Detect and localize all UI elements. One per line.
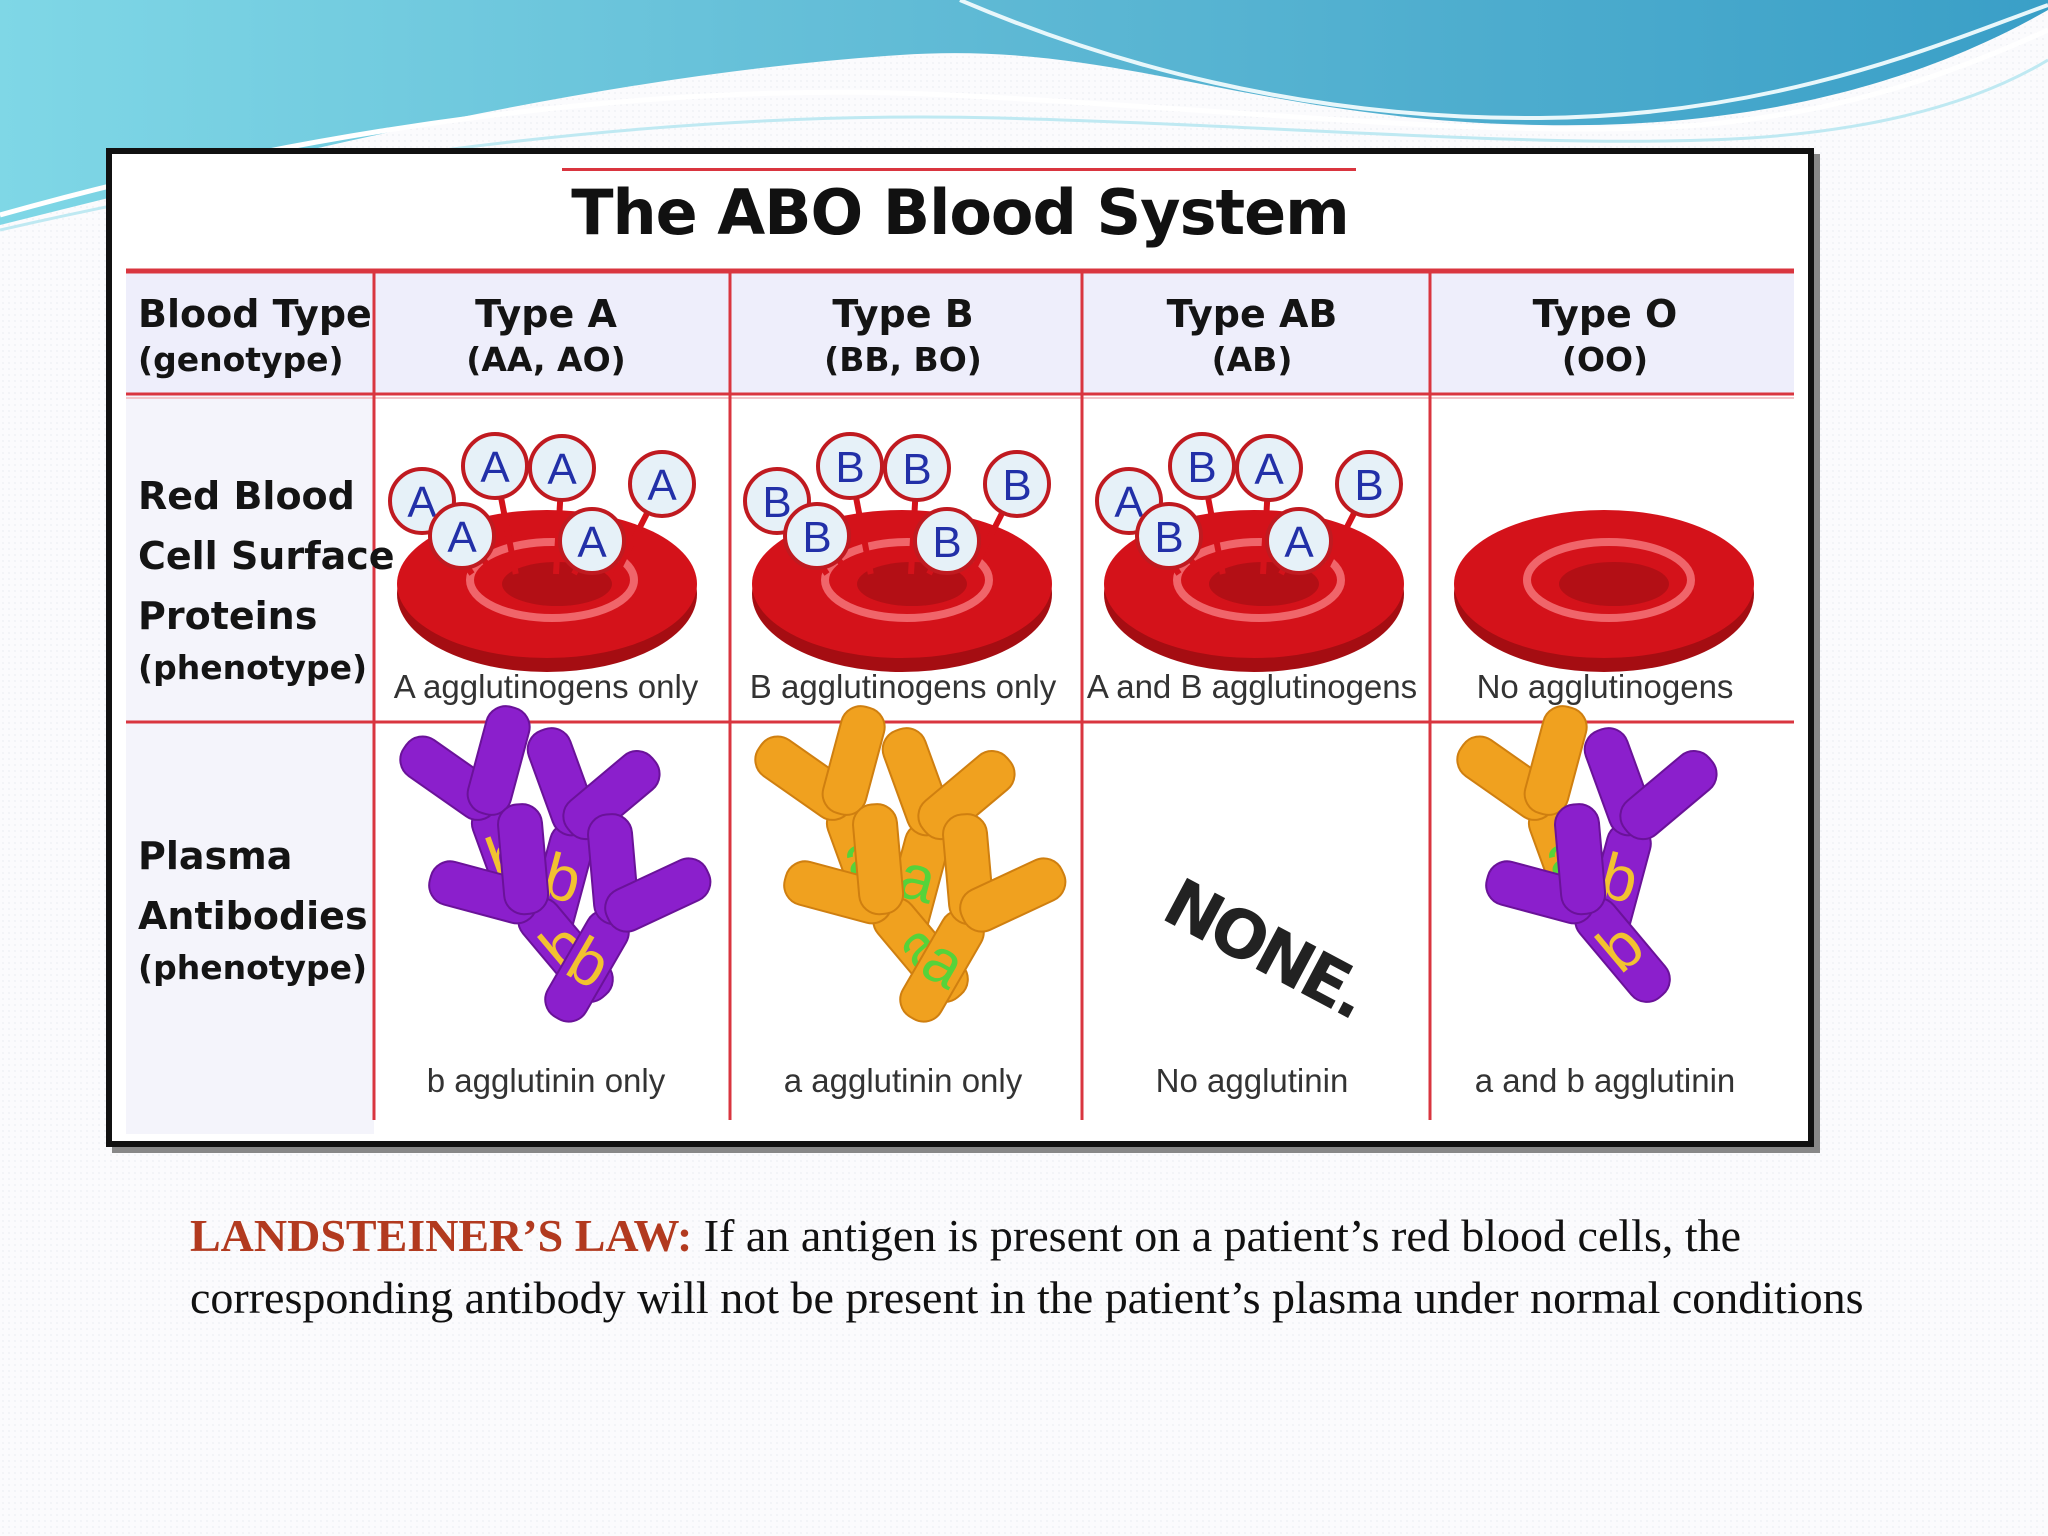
antigen-letter: A bbox=[1114, 478, 1144, 527]
antigen-1-4: A bbox=[613, 450, 696, 576]
antigen-circle bbox=[1235, 434, 1303, 502]
antibody-arm-right bbox=[604, 857, 712, 933]
antigen-3-4: B bbox=[1320, 450, 1403, 576]
cell-caption-type-a: A agglutinogens only bbox=[393, 668, 699, 705]
column-header-type-ab: Type AB (AB) bbox=[1166, 292, 1338, 379]
red-blood-cell-4 bbox=[1454, 510, 1754, 672]
antigen-3-5: B bbox=[1135, 502, 1206, 577]
antigen-circle bbox=[1335, 450, 1403, 518]
antigen-2-3: B bbox=[883, 434, 951, 575]
antibody-arm-right bbox=[917, 750, 1016, 841]
cell-highlight bbox=[821, 538, 993, 622]
antigen-circle bbox=[1265, 507, 1333, 575]
antigen-letter: A bbox=[577, 518, 607, 567]
antigen-circle bbox=[983, 450, 1051, 518]
antigen-circle bbox=[428, 502, 496, 570]
figure-title: The ABO Blood System bbox=[571, 176, 1350, 249]
antibody-arm-right bbox=[562, 750, 661, 841]
antibody-arm-right bbox=[852, 803, 905, 916]
antigen-circle bbox=[1135, 502, 1203, 570]
antigen-circle bbox=[1168, 432, 1236, 500]
antibody-arm-right bbox=[466, 705, 531, 816]
antigen-circle bbox=[816, 432, 884, 500]
antigen-letter: B bbox=[1154, 513, 1183, 562]
row-header-blood-type: Blood Type (genotype) bbox=[138, 292, 372, 379]
antigen-letter: A bbox=[407, 478, 437, 527]
antigen-1-6: A bbox=[558, 507, 626, 576]
antigen-2-6: B bbox=[913, 507, 981, 576]
antigen-2-2: B bbox=[816, 432, 884, 575]
antigen-circle bbox=[883, 434, 951, 502]
title-rule-top bbox=[562, 168, 1356, 171]
antigen-letter: B bbox=[1354, 461, 1383, 510]
antigen-circle bbox=[528, 434, 596, 502]
antigen-letter: A bbox=[447, 513, 477, 562]
cell-caption-type-o: No agglutinogens bbox=[1476, 668, 1734, 705]
antigen-circle bbox=[558, 507, 626, 575]
antigen-circle bbox=[783, 502, 851, 570]
antibody-arm-right bbox=[821, 705, 886, 816]
cell-highlight bbox=[1173, 538, 1345, 622]
antibody-arm-right bbox=[1554, 803, 1607, 916]
antibody-caption-type-b: a agglutinin only bbox=[783, 1062, 1023, 1099]
antibody-2-4: a bbox=[899, 813, 1067, 1023]
cell-center bbox=[1559, 562, 1669, 606]
antibody-arm-right bbox=[1619, 750, 1718, 841]
antigen-letter: A bbox=[547, 445, 577, 494]
antigen-2-4: B bbox=[968, 450, 1051, 576]
antigen-circle bbox=[461, 432, 529, 500]
row-header-plasma-antibodies: Plasma Antibodies (phenotype) bbox=[138, 834, 368, 987]
antigen-3-3: A bbox=[1235, 434, 1303, 575]
antigen-letter: A bbox=[1254, 445, 1284, 494]
landsteiner-law: LANDSTEINER’S LAW: If an antigen is pres… bbox=[190, 1205, 1910, 1329]
antibody-caption-type-o: a and b agglutinin bbox=[1474, 1062, 1736, 1099]
antigen-3-6: A bbox=[1265, 507, 1333, 576]
antibody-arm-right bbox=[497, 803, 550, 916]
law-label: LANDSTEINER’S LAW: bbox=[190, 1210, 693, 1261]
antibody-arm-right bbox=[959, 857, 1067, 933]
header-band bbox=[126, 272, 1794, 394]
antigen-letter: A bbox=[1284, 518, 1314, 567]
row-header-band bbox=[126, 394, 374, 1134]
antigen-2-5: B bbox=[783, 502, 854, 577]
antibody-arm-right bbox=[1523, 705, 1588, 816]
antigen-letter: A bbox=[647, 461, 677, 510]
antigen-letter: B bbox=[932, 518, 961, 567]
antigen-1-3: A bbox=[528, 434, 596, 575]
antigen-letter: A bbox=[480, 443, 510, 492]
antigen-letter: B bbox=[902, 445, 931, 494]
figure-graphics: AAAAAABBBBBBABABBAbbbbaaaaabb bbox=[126, 268, 1794, 1134]
cell-highlight bbox=[1523, 538, 1695, 622]
antigen-letter: B bbox=[1187, 443, 1216, 492]
column-header-type-o: Type O (OO) bbox=[1532, 292, 1678, 379]
row-header-surface-proteins: Red Blood Cell Surface Proteins (phenoty… bbox=[138, 474, 395, 687]
antibody-caption-type-ab: No agglutinin bbox=[1155, 1062, 1349, 1099]
antibody-1-4: b bbox=[544, 813, 712, 1023]
law-text: If an antigen is present on a patient’s … bbox=[190, 1210, 1864, 1323]
antigen-circle bbox=[913, 507, 981, 575]
antigen-3-2: B bbox=[1168, 432, 1236, 575]
antigen-letter: B bbox=[762, 478, 791, 527]
cell-caption-type-ab: A and B agglutinogens bbox=[1086, 668, 1418, 705]
antigen-letter: B bbox=[835, 443, 864, 492]
antibody-4-3: b bbox=[1485, 803, 1671, 1003]
antigen-1-5: A bbox=[428, 502, 499, 577]
antigen-1-2: A bbox=[461, 432, 529, 575]
cell-highlight bbox=[466, 538, 638, 622]
column-header-type-a: Type A (AA, AO) bbox=[466, 292, 626, 379]
decorative-wave bbox=[0, 0, 2048, 232]
antigen-letter: B bbox=[1002, 461, 1031, 510]
antigen-letter: B bbox=[802, 513, 831, 562]
antibody-caption-type-a: b agglutinin only bbox=[426, 1062, 666, 1099]
column-header-type-b: Type B (BB, BO) bbox=[824, 292, 982, 379]
cell-caption-type-b: B agglutinogens only bbox=[749, 668, 1057, 705]
antigen-circle bbox=[628, 450, 696, 518]
